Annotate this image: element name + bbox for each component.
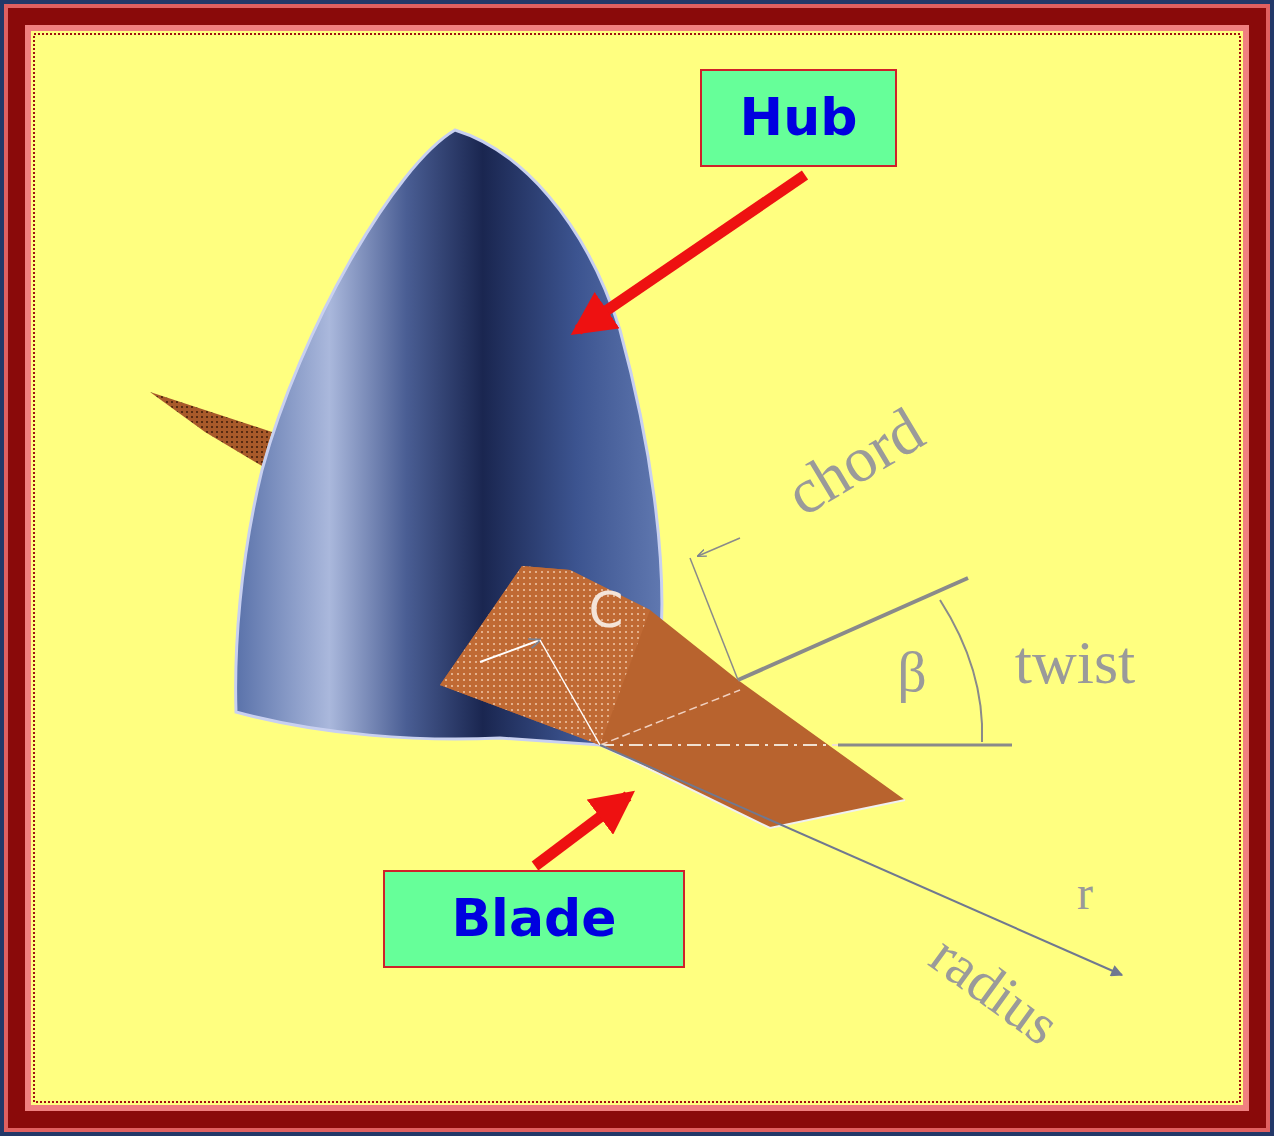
blade-edge <box>600 745 905 828</box>
blade-leader <box>535 796 628 866</box>
frame <box>6 6 1268 1130</box>
axis-symbol: r <box>1077 869 1093 917</box>
chord-line <box>600 690 740 745</box>
callout-text: Hub <box>740 89 858 146</box>
callout-text: Blade <box>451 890 616 947</box>
section-line <box>540 640 600 745</box>
plane-of-rotation <box>600 744 1012 746</box>
chord-symbol: C <box>589 585 624 635</box>
callout-box: Blade <box>383 870 685 968</box>
angle-symbol: β <box>897 643 927 701</box>
front-blade <box>440 566 905 828</box>
chord-vector <box>480 640 540 662</box>
chord-dimension-arrow <box>698 538 740 556</box>
twist-line <box>738 578 968 680</box>
hub-spinner <box>236 130 662 745</box>
blade-highlight <box>440 566 650 745</box>
angle-label: twist <box>1015 631 1136 693</box>
callout-box: Hub <box>700 69 897 167</box>
chord-extension <box>690 558 738 680</box>
background <box>28 28 1246 1108</box>
twist-arc <box>940 600 982 742</box>
inner-border <box>34 34 1240 1102</box>
back-blade <box>150 392 272 466</box>
reference-line <box>838 744 1012 747</box>
hub-leader <box>578 175 805 330</box>
